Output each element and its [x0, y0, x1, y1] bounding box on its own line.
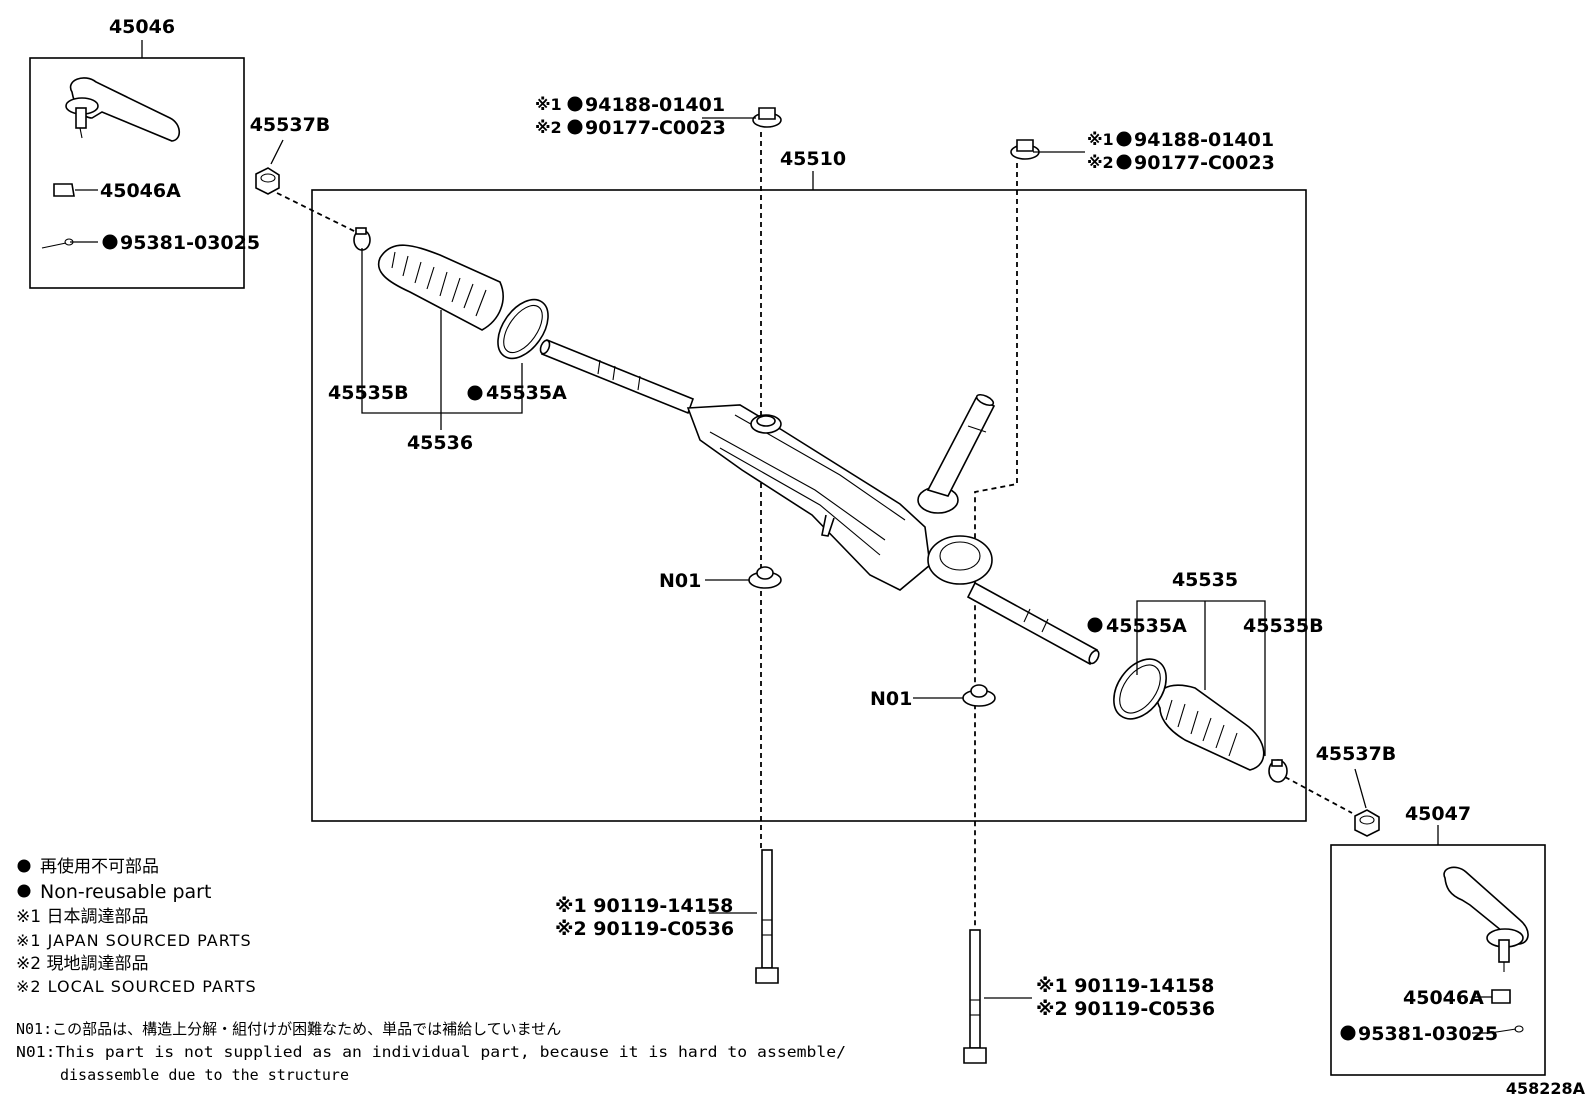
label-45537b-left: 45537B — [250, 114, 331, 136]
n01-washer-lower — [962, 684, 996, 707]
label-bolt-bottom-left-1: ※1 90119-14158 — [555, 895, 733, 917]
right-boot-band — [1113, 658, 1167, 720]
label-45536: 45536 — [407, 432, 473, 454]
lock-nut-right — [1354, 809, 1380, 837]
label-n01-lower: N01 — [870, 688, 912, 710]
non-reusable-markers — [17, 96, 1356, 1041]
label-94188-left: 94188-01401 — [585, 94, 725, 116]
left-boot-band — [497, 298, 549, 360]
legend-local-sourced-jp: ※2 現地調達部品 — [16, 954, 148, 974]
label-45535a-right: 45535A — [1106, 615, 1187, 637]
label-45046a-left: 45046A — [100, 180, 181, 202]
note-n01-en-line1: N01:This part is not supplied as an indi… — [16, 1043, 846, 1061]
label-mark-2-top-right: ※2 — [1087, 153, 1114, 172]
label-mark-1-top-left: ※1 — [535, 95, 562, 114]
label-45510: 45510 — [780, 148, 846, 170]
label-45535a-left: 45535A — [486, 382, 567, 404]
left-tie-rod-frame — [29, 40, 245, 289]
tie-rod-end-right-part — [1443, 866, 1529, 972]
figure-code: 458228A — [1506, 1079, 1586, 1098]
long-bolt-right — [963, 929, 987, 1064]
n01-washer-upper — [748, 566, 782, 589]
note-n01-jp: N01:この部品は、構造上分解・組付けが困難なため、単品では補給していません — [16, 1020, 561, 1038]
castle-nut-right — [1491, 989, 1511, 1004]
tie-rod-end-left-part — [65, 77, 181, 142]
label-45046a-right: 45046A — [1403, 987, 1484, 1009]
top-nut-left — [752, 107, 782, 128]
left-boot-clip — [353, 227, 371, 251]
label-bolt-bottom-left-2: ※2 90119-C0536 — [555, 918, 734, 940]
leader-lines — [70, 117, 1492, 1034]
label-45535b-left: 45535B — [328, 382, 409, 404]
top-nut-right — [1010, 139, 1040, 160]
label-mark-1-top-right: ※1 — [1087, 130, 1114, 149]
long-bolt-left — [755, 849, 779, 984]
label-90177-left: 90177-C0023 — [585, 117, 726, 139]
legend-japan-sourced-jp: ※1 日本調達部品 — [16, 907, 148, 927]
left-boot — [377, 244, 504, 331]
legend: 再使用不可部品 Non-reusable part ※1 日本調達部品 ※1 J… — [16, 856, 257, 996]
right-boot-clip — [1268, 759, 1288, 783]
part-labels: 45046 45046A 95381-03025 45537B 45510 ※1… — [100, 16, 1586, 1098]
legend-non-reusable-en: Non-reusable part — [40, 881, 211, 903]
label-45535: 45535 — [1172, 569, 1238, 591]
label-45047: 45047 — [1405, 803, 1471, 825]
label-cotter-pin-right: 95381-03025 — [1358, 1023, 1498, 1045]
cotter-pin-left — [41, 238, 74, 249]
lock-nut-left — [255, 167, 280, 195]
main-assembly-frame — [311, 171, 1307, 822]
label-45535b-right: 45535B — [1243, 615, 1324, 637]
legend-non-reusable-jp: 再使用不可部品 — [40, 856, 159, 877]
right-tie-rod-frame — [1330, 825, 1546, 1076]
label-94188-right: 94188-01401 — [1134, 129, 1274, 151]
label-45537b-right: 45537B — [1316, 743, 1397, 765]
label-bolt-bottom-right-2: ※2 90119-C0536 — [1036, 998, 1215, 1020]
note-n01-en-line2: disassemble due to the structure — [60, 1066, 349, 1084]
label-n01-upper: N01 — [659, 570, 701, 592]
label-bolt-bottom-right-1: ※1 90119-14158 — [1036, 975, 1214, 997]
label-mark-2-top-left: ※2 — [535, 118, 562, 137]
notes: N01:この部品は、構造上分解・組付けが困難なため、単品では補給していません N… — [16, 1020, 846, 1084]
legend-local-sourced-en: ※2 LOCAL SOURCED PARTS — [16, 977, 257, 996]
cotter-pin-right — [1489, 1025, 1524, 1034]
steering-rack-assembly — [539, 338, 1100, 666]
right-boot — [1156, 684, 1265, 771]
label-cotter-pin-left: 95381-03025 — [120, 232, 260, 254]
assembly-dashed-lines — [276, 132, 1353, 929]
label-90177-right: 90177-C0023 — [1134, 152, 1275, 174]
legend-japan-sourced-en: ※1 JAPAN SOURCED PARTS — [16, 931, 252, 950]
label-45046: 45046 — [109, 16, 175, 38]
castle-nut-left — [53, 183, 75, 197]
